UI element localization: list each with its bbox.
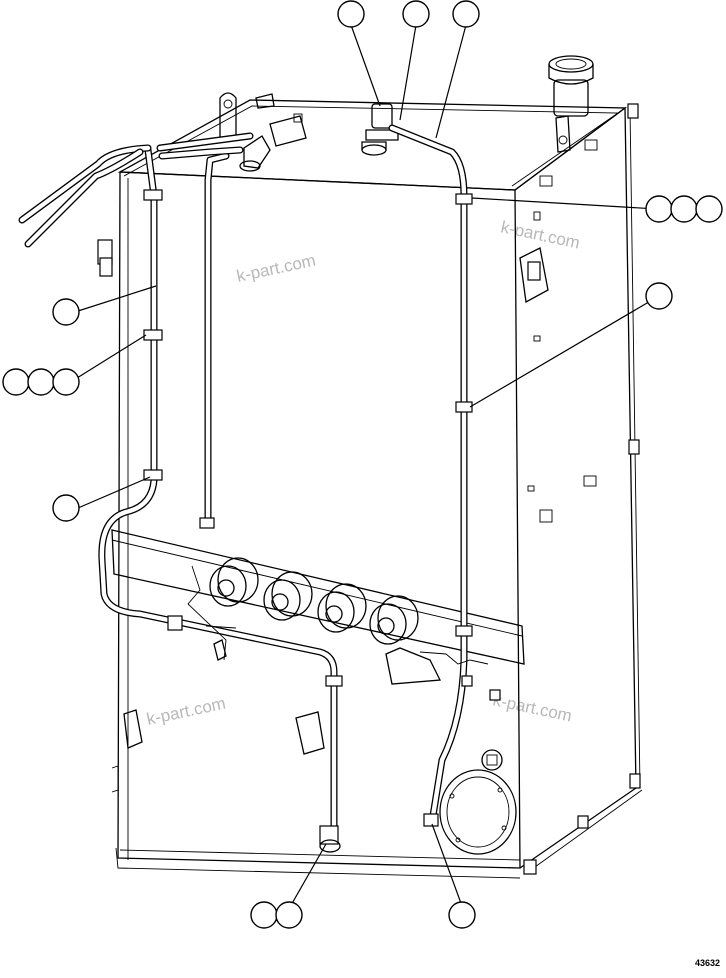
callout-balloons bbox=[2, 0, 723, 929]
callout-balloon bbox=[448, 901, 476, 929]
callout-balloon bbox=[2, 368, 30, 396]
callout-balloon bbox=[275, 901, 303, 929]
filter-2 bbox=[263, 571, 313, 621]
watermark-3: k-part.com bbox=[145, 694, 227, 729]
callout-balloon bbox=[670, 195, 698, 223]
sensor-bracket bbox=[385, 647, 501, 701]
tank-body bbox=[115, 99, 643, 879]
filter-4 bbox=[369, 595, 419, 645]
callout-balloon bbox=[52, 368, 80, 396]
drawing-code: 43632 bbox=[695, 958, 721, 968]
callout-balloon bbox=[645, 195, 673, 223]
filler-cap bbox=[548, 55, 594, 117]
hose-clamps bbox=[143, 189, 473, 853]
watermark-4: k-part.com bbox=[491, 690, 573, 725]
callout-balloon bbox=[250, 901, 278, 929]
callout-balloon bbox=[337, 0, 365, 28]
filter-plate bbox=[111, 529, 525, 665]
callout-balloon bbox=[452, 0, 480, 28]
callout-balloon bbox=[52, 298, 80, 326]
callout-balloon bbox=[402, 0, 430, 28]
callout-balloon bbox=[645, 282, 673, 310]
callout-balloon bbox=[27, 368, 55, 396]
filter-canisters bbox=[187, 557, 419, 661]
watermark-1: k-part.com bbox=[235, 251, 317, 286]
leader-lines bbox=[76, 24, 660, 908]
left-brackets bbox=[97, 239, 325, 793]
access-cover bbox=[439, 749, 517, 855]
callout-balloon bbox=[695, 195, 723, 223]
hose-lines bbox=[18, 124, 468, 834]
top-fittings bbox=[219, 92, 399, 172]
filter-1 bbox=[209, 557, 259, 607]
callout-balloon bbox=[52, 494, 80, 522]
filter-3 bbox=[317, 583, 367, 633]
